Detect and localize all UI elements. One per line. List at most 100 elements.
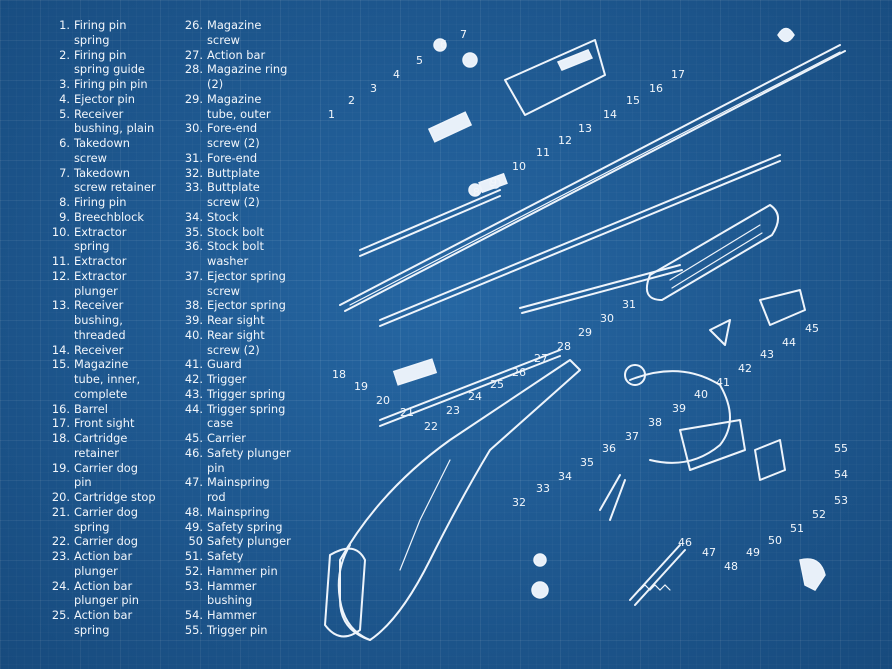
- callout-label: 22: [424, 420, 438, 433]
- legend-item: 30.Fore-end screw (2): [170, 121, 300, 151]
- legend-item-name: Buttplate screw (2): [207, 180, 260, 209]
- legend-item-name: Stock bolt: [207, 224, 264, 239]
- legend-item: 17. Front sight: [38, 416, 178, 431]
- legend-item-name: Front sight: [74, 416, 135, 431]
- legend-item: 44.Trigger spring case: [170, 402, 300, 432]
- legend-item-number: 49.: [184, 519, 203, 534]
- legend-item-number: 29.: [184, 91, 203, 106]
- legend-item-number: 12.: [51, 268, 70, 283]
- legend-item-number: 36.: [184, 239, 203, 254]
- barrel: [339, 44, 846, 312]
- legend-item: 35. Stock bolt: [170, 225, 300, 240]
- callout-label: 24: [468, 390, 482, 403]
- callout-label: 29: [578, 326, 592, 339]
- legend-item-number: 9.: [59, 209, 70, 224]
- legend-item-number: 26.: [184, 18, 203, 32]
- legend-item-number: 27.: [184, 47, 203, 62]
- legend-item-number: 14.: [51, 342, 70, 357]
- legend-item: 39.Rear sight: [170, 313, 300, 328]
- callout-label: 10: [512, 160, 526, 173]
- legend-item-name: Safety plunger pin: [207, 445, 291, 475]
- callout-label: 31: [622, 298, 636, 311]
- legend-item: 16.Barrel: [38, 402, 178, 417]
- legend-item-number: 5.: [59, 106, 70, 121]
- callout-label: 26: [512, 366, 526, 379]
- legend-item-number: 17.: [51, 416, 70, 431]
- legend-item: 21.Carrier dog spring: [38, 505, 178, 535]
- legend-item-number: 54.: [184, 608, 203, 622]
- legend-item-name: Safety spring: [207, 519, 283, 534]
- callout-label: 25: [490, 378, 504, 391]
- legend-item-name: Action bar plunger: [74, 549, 133, 578]
- callout-label: 30: [600, 312, 614, 325]
- legend-item-name: Ejector spring: [207, 298, 286, 313]
- callout-label: 21: [400, 406, 414, 419]
- magazine-tube: [379, 154, 781, 327]
- legend-item-name: Ejector pin: [74, 91, 135, 106]
- legend-item-number: 8.: [59, 195, 70, 209]
- callout-label: 52: [812, 508, 826, 521]
- callout-label: 37: [625, 430, 639, 443]
- legend-item-name: Extractor spring: [74, 224, 127, 254]
- legend-item: 46.Safety plunger pin: [170, 446, 300, 476]
- callout-label: 23: [446, 404, 460, 417]
- callout-label: 32: [512, 496, 526, 509]
- legend-item: 1.Firing pin spring: [38, 18, 178, 48]
- legend-item-number: 1.: [59, 18, 70, 32]
- callout-label: 17: [671, 68, 685, 81]
- legend-item: 54. Hammer: [170, 608, 300, 623]
- legend-item-name: Magazine tube, outer: [207, 91, 271, 121]
- callout-label: 40: [694, 388, 708, 401]
- legend-item-name: Magazine ring (2): [207, 62, 288, 91]
- legend-item-name: Hammer bushing: [207, 578, 257, 608]
- legend-item-name: Extractor plunger: [74, 268, 127, 298]
- legend-item-number: 6.: [59, 136, 70, 150]
- trigger-guard-assembly: [624, 364, 786, 481]
- legend-item: 25.Action bar spring: [38, 608, 178, 638]
- callout-label: 50: [768, 534, 782, 547]
- legend-item-name: Carrier dog pin: [74, 460, 139, 490]
- legend-item-number: 19.: [51, 460, 70, 475]
- legend-item: 33.Buttplate screw (2): [170, 180, 300, 210]
- legend-item-number: 2.: [59, 47, 70, 62]
- legend-item-name: Mainspring: [207, 504, 270, 519]
- legend-item-number: 23.: [51, 549, 70, 563]
- legend-item: 23. Action bar plunger: [38, 549, 178, 579]
- callout-label: 5: [416, 54, 423, 67]
- legend-item: 20.Cartridge stop: [38, 490, 178, 505]
- legend-item-number: 21.: [51, 504, 70, 519]
- legend-item-number: 35.: [184, 224, 203, 239]
- legend-item-number: 28.: [184, 62, 203, 77]
- callout-labels: 1234567891011121314151617181920212223242…: [328, 28, 848, 573]
- legend-item: 13.Receiver bushing, threaded: [38, 298, 178, 342]
- legend-item-number: 4.: [59, 91, 70, 106]
- legend-item-number: 51.: [184, 549, 203, 563]
- callout-label: 46: [678, 536, 692, 549]
- legend-item-name: Rear sight: [207, 313, 265, 327]
- legend-item-name: Hammer: [207, 608, 257, 622]
- callout-label: 28: [557, 340, 571, 353]
- legend-item: 38.Ejector spring: [170, 298, 300, 313]
- legend-item: 43.Trigger spring: [170, 387, 300, 402]
- legend-item: 14.Receiver: [38, 343, 178, 358]
- legend-item: 29. Magazine tube, outer: [170, 92, 300, 122]
- legend-item-name: Rear sight screw (2): [207, 327, 265, 357]
- legend-item-number: 24.: [51, 578, 70, 593]
- legend-item-number: 18.: [51, 431, 70, 445]
- legend-item-name: Fore-end screw (2): [207, 121, 260, 150]
- legend-item: 34.Stock: [170, 210, 300, 225]
- legend-item-name: Extractor: [74, 254, 127, 268]
- legend-item-name: Trigger spring case: [207, 401, 286, 431]
- legend-item-number: 7.: [59, 165, 70, 180]
- legend-item: 8.Firing pin: [38, 195, 178, 210]
- legend-item-name: Stock: [207, 209, 239, 224]
- legend-item: 19. Carrier dog pin: [38, 461, 178, 491]
- callout-label: 55: [834, 442, 848, 455]
- mainspring: [629, 544, 686, 606]
- legend-item: 28. Magazine ring (2): [170, 62, 300, 92]
- callout-label: 15: [626, 94, 640, 107]
